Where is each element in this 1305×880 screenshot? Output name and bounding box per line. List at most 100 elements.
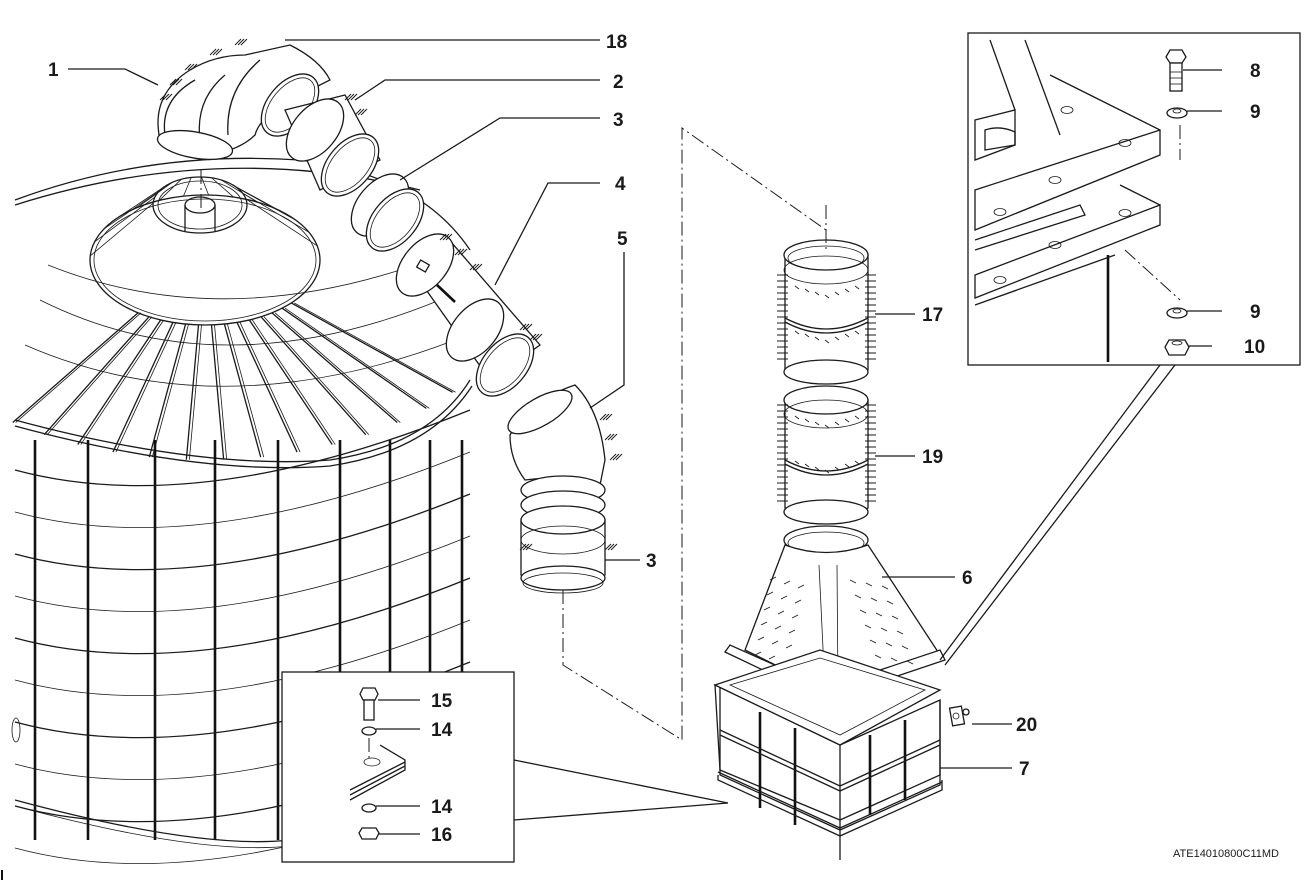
callout-9-upper: 9 [1250,102,1261,123]
roof-rib-edge [188,324,202,460]
callout-9-lower: 9 [1250,302,1261,323]
roof-rib-edge [263,316,370,435]
bristle [610,543,618,551]
roof-rib-edge [252,319,336,445]
tube-mark [824,424,830,429]
callout-6: 6 [962,568,973,589]
roof-rib [290,302,453,393]
bristle [612,453,620,461]
tube-mark [834,466,840,471]
hopper-mark [763,606,771,611]
hopper-mark [869,639,877,644]
callout-4: 4 [615,174,626,195]
bolt-hole [993,208,1007,216]
bristle [609,453,617,461]
hub-rib [211,177,234,198]
hopper-mark [849,579,857,584]
callout-18: 18 [606,32,627,53]
callout-19: 19 [922,447,943,468]
bolt-hole [1048,241,1062,249]
tube-mark [834,291,840,296]
tube-mark [794,460,800,465]
hub-rib [118,186,165,218]
tube-mark [854,415,860,420]
bristle [469,263,477,271]
bristle [525,543,533,551]
bristle [344,93,352,101]
roof-rib [271,312,398,424]
roof-rib-edge [214,324,228,460]
hub-rib [236,187,297,221]
hopper-mark [768,655,776,660]
hopper-mark [880,627,888,632]
tube-mark [804,418,810,423]
tube-mark [854,460,860,465]
hub-rib [183,177,192,197]
roof-rib-edge [80,319,164,445]
hopper-mark [859,609,867,614]
hub-rib [94,196,156,243]
bristle [350,93,358,101]
lower-inset-leader-a [513,759,729,804]
bristle [460,248,468,256]
wall-ring [14,451,471,529]
roof-rib-edge [46,316,153,435]
hub-rib [242,192,310,233]
bristle [357,108,365,116]
hub-rib [89,202,154,257]
hopper-mark [874,654,882,659]
tube-mark [804,333,810,338]
hub-rib [201,176,209,196]
callout-1: 1 [48,60,59,81]
hopper-mark [891,615,899,620]
hub-rib [245,198,318,247]
roof-rib [210,324,225,460]
callout-14-upper: 14 [431,720,453,741]
hub-rib [103,191,160,230]
tube-mark [824,339,830,344]
bristle [165,93,173,101]
hopper-mark [760,621,768,626]
bristle [610,433,618,441]
tube-mark [844,333,850,338]
tube-mark [844,288,850,293]
wall-ring [14,619,471,697]
roof-rib-edge [294,302,456,393]
tube-mark [804,463,810,468]
hub-rib [137,182,173,208]
roof-rib [248,319,333,445]
callout-leaders [68,39,1222,835]
tube-mark [804,288,810,293]
roof-rib [185,324,200,460]
bristle [445,233,453,241]
wall-ring [14,577,471,655]
bristle [522,323,530,331]
tube-mark [794,330,800,335]
roof-rib [281,307,427,409]
bristle [525,323,533,331]
hopper-mark [754,651,762,656]
callout-5: 5 [617,229,628,250]
hopper-mark [854,594,862,599]
bristle [454,248,462,256]
bristle [472,263,480,271]
hopper-mark [797,584,805,589]
hub-rib [159,179,182,201]
tube-mark [814,466,820,471]
bristle [212,48,220,56]
tube-mark [824,469,830,474]
roof-rib [260,316,367,436]
bristle [602,413,610,421]
hopper-mark [791,614,799,619]
hopper-mark [788,629,796,634]
spout-assembly [156,38,623,594]
drawing-reference-code: ATE14010800C11MD [1173,848,1279,860]
hopper-mark [885,642,893,647]
bristle [162,93,170,101]
wall-ring [14,493,471,571]
wall-ring [14,535,471,613]
callout-17: 17 [922,305,943,326]
bristle [475,263,483,271]
hopper-mark [881,585,889,590]
